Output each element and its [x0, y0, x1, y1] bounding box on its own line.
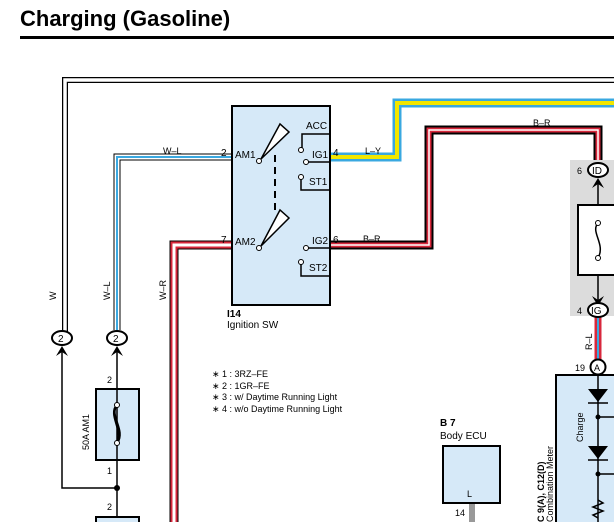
combination-meter: A 19 Charge C 9(A), C12(D) Combination M…: [536, 358, 614, 522]
note-2: ∗ 2 : 1GR–FE: [212, 381, 270, 391]
wire-label-l-y: L–Y: [365, 146, 381, 156]
title-rule: [20, 36, 614, 39]
terminal-am1: AM1: [235, 150, 256, 161]
fuse-pin-top: 2: [107, 375, 112, 385]
wire-b-r: [330, 125, 603, 250]
junction-block: ID 6 IG 4: [570, 160, 614, 318]
ignition-switch-name: Ignition SW: [227, 320, 279, 331]
fuse-label: 50A AM1: [81, 414, 91, 450]
ignition-switch-code: I14: [227, 309, 241, 320]
wire-label-w-l: W–L: [102, 281, 112, 300]
connector-a-pin: 19: [575, 363, 585, 373]
connector-id-pin: 6: [577, 166, 582, 176]
body-ecu-terminal: L: [467, 489, 472, 499]
terminal-ig1: IG1: [312, 150, 329, 161]
wire-label-r-l: R–L: [584, 333, 594, 350]
pin-ig2: 6: [333, 235, 339, 246]
wire-label-w: W: [48, 291, 58, 300]
notes: ∗ 1 : 3RZ–FE ∗ 2 : 1GR–FE ∗ 3 : w/ Dayti…: [212, 369, 343, 414]
wire-label-w-l-top: W–L: [163, 146, 182, 156]
wire-w-r: [169, 240, 232, 522]
wire-label-b-r: B–R: [363, 234, 381, 244]
body-ecu-pin: 14: [455, 508, 465, 518]
combination-meter-name: Combination Meter: [545, 446, 555, 522]
wire-w: [62, 77, 614, 338]
next-pin: 2: [107, 502, 112, 512]
fuse-pin-bottom: 1: [107, 466, 112, 476]
combination-meter-code: C 9(A), C12(D): [536, 461, 546, 522]
connector-ig-pin: 4: [577, 306, 582, 316]
terminal-am2: AM2: [235, 237, 256, 248]
body-ecu-code: B 7: [440, 418, 456, 429]
terminal-ig2: IG2: [312, 236, 329, 247]
wire-label-w-r: W–R: [158, 280, 168, 301]
note-3: ∗ 3 : w/ Daytime Running Light: [212, 392, 338, 402]
charge-indicator-label: Charge: [575, 412, 585, 442]
connector-left-w-label: 2: [58, 334, 64, 345]
terminal-acc: ACC: [306, 121, 327, 132]
terminal-st2: ST2: [309, 263, 328, 274]
connector-a-label: A: [594, 363, 600, 373]
wire-w-l: [113, 153, 232, 330]
page-title: Charging (Gasoline): [20, 6, 231, 31]
pin-am1: 2: [221, 148, 227, 159]
pin-am2: 7: [221, 235, 227, 246]
body-ecu: B 7 Body ECU L 14: [440, 418, 501, 522]
wire-label-b-r-top: B–R: [533, 118, 551, 128]
note-4: ∗ 4 : w/o Daytime Running Light: [212, 404, 343, 414]
connector-id-label: ID: [592, 166, 602, 177]
connector-ig-label: IG: [591, 306, 602, 317]
fuse-50a-am1: 50A AM1 2 1 2: [81, 375, 140, 522]
connector-left-w-l-label: 2: [113, 334, 119, 345]
body-ecu-name: Body ECU: [440, 431, 487, 442]
wire-l-y: [330, 98, 614, 162]
connector-left-w: 2: [51, 330, 117, 489]
terminal-st1: ST1: [309, 177, 328, 188]
note-1: ∗ 1 : 3RZ–FE: [212, 369, 268, 379]
ignition-switch: AM1 AM2 ACC IG1 ST1 IG2 ST2 2 7 4 6 I14 …: [221, 105, 339, 331]
pin-ig1: 4: [333, 148, 339, 159]
